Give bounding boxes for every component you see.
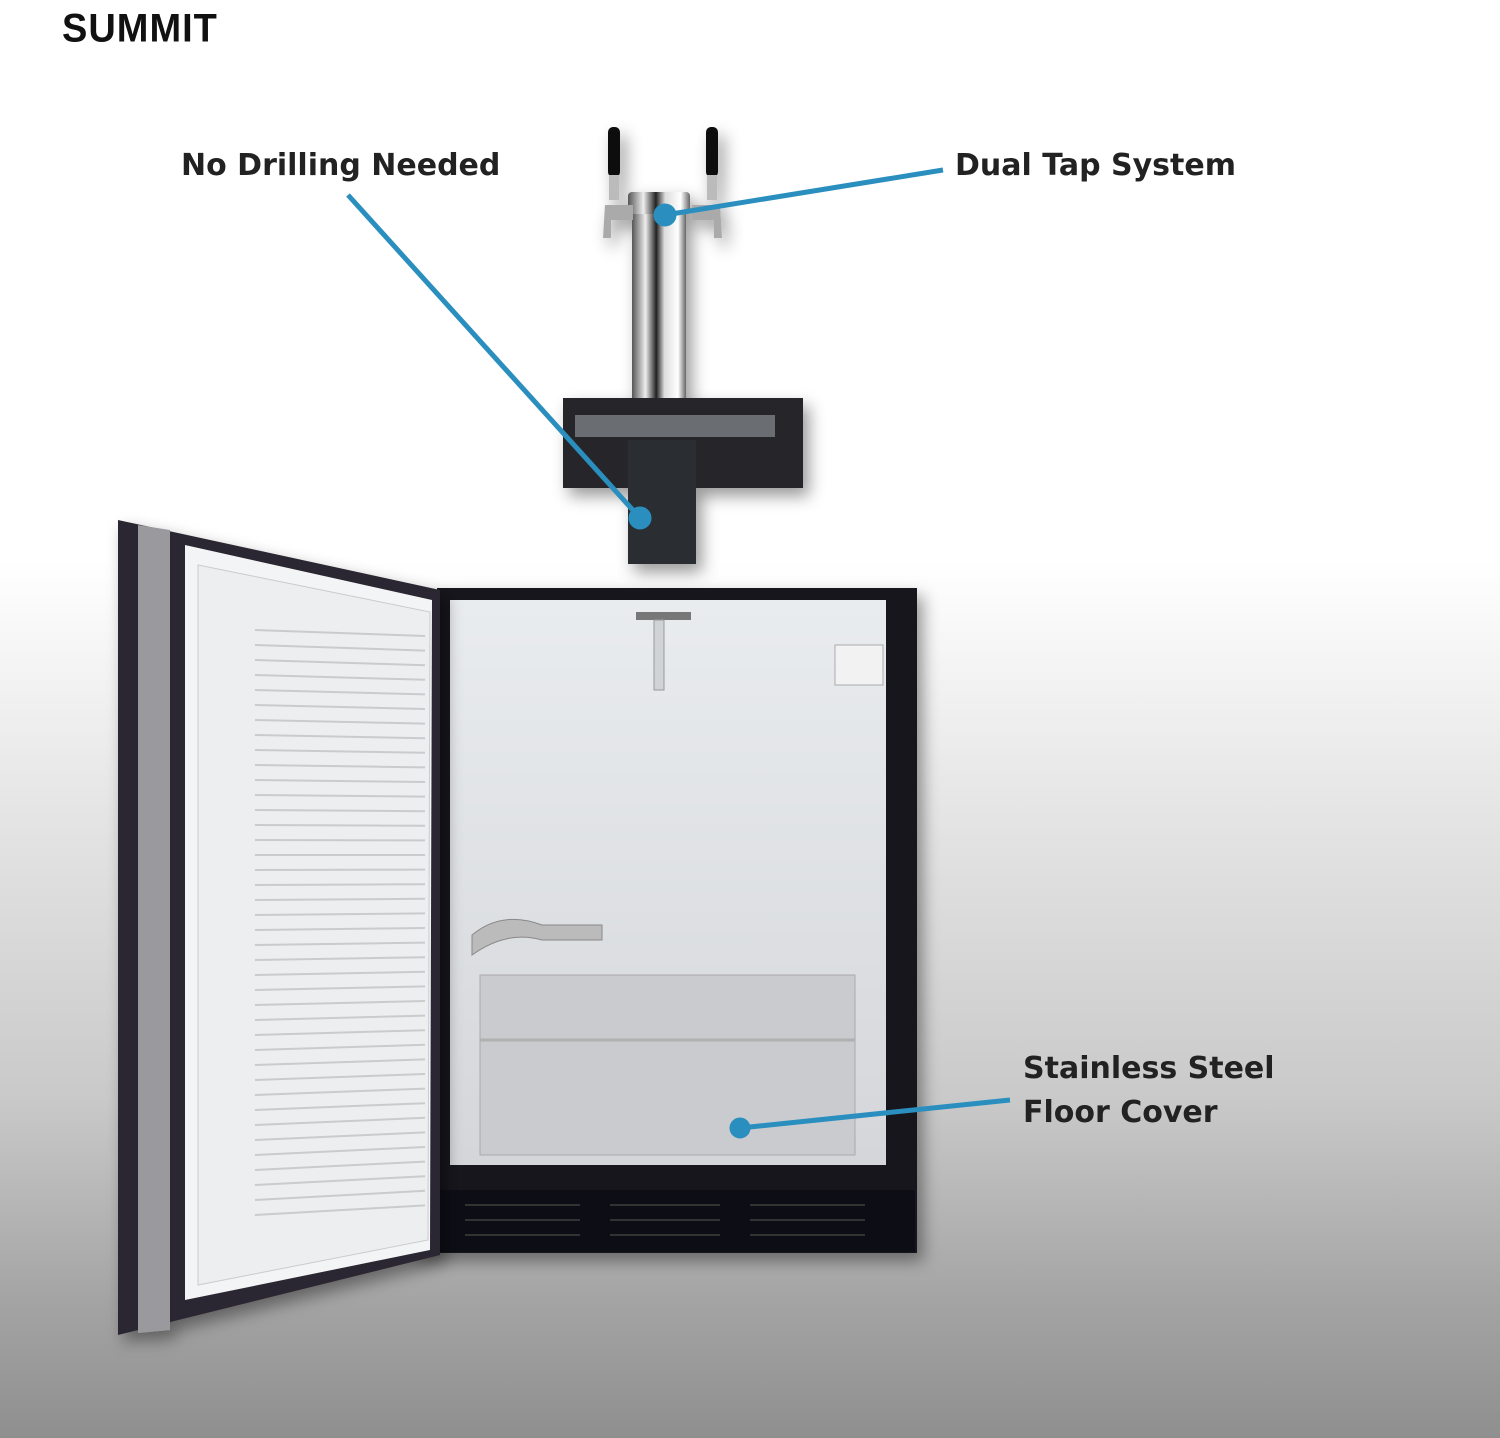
callout-lines	[346, 167, 1011, 1139]
door-rib	[254, 1000, 426, 1006]
door-rib	[254, 1175, 426, 1186]
door-rib	[254, 1087, 426, 1096]
door-rib	[254, 689, 426, 696]
door-rib	[254, 897, 426, 901]
door-rib	[254, 912, 426, 916]
door-rib	[254, 1029, 426, 1036]
door-rib	[254, 1189, 426, 1201]
door-rib	[254, 1131, 426, 1141]
door-rib	[254, 883, 426, 886]
door-rib	[254, 764, 426, 769]
callout-floor-cover-line2: Floor Cover	[1023, 1095, 1218, 1130]
door-rib	[254, 704, 426, 710]
door-rib	[254, 1204, 426, 1216]
tap-tower	[563, 127, 803, 564]
summit-logo: SUMMIT	[62, 6, 218, 52]
door-rib	[254, 1116, 426, 1126]
callout-floor-cover-line1: Stainless Steel	[1023, 1051, 1275, 1086]
door-rib	[254, 941, 426, 946]
callout-dual-tap: Dual Tap System	[955, 148, 1236, 183]
callout-floor-cover: Stainless Steel Floor Cover	[1023, 1047, 1275, 1135]
callout-no-drilling: No Drilling Needed	[181, 148, 501, 183]
door-rib	[254, 985, 426, 991]
door-rib	[254, 659, 426, 667]
door-rib	[254, 1102, 426, 1111]
door-rib	[254, 927, 426, 931]
door-rib	[254, 1146, 426, 1156]
door-rib	[254, 809, 426, 813]
door-rib	[254, 674, 426, 681]
refrigerator-cabinet	[410, 588, 917, 1253]
refrigerator-door	[118, 520, 440, 1335]
door-rib	[254, 749, 426, 754]
door-rib	[254, 779, 426, 783]
door-rib	[254, 1160, 426, 1171]
door-rib	[254, 1073, 426, 1081]
door-rib	[254, 644, 426, 652]
door-rib	[254, 734, 426, 740]
door-rib	[254, 956, 426, 961]
door-rib	[254, 1058, 426, 1066]
door-rib	[254, 794, 426, 798]
door-rib	[254, 824, 426, 827]
door-rib	[254, 1043, 426, 1051]
door-rib	[254, 629, 426, 637]
door-rib	[254, 1014, 426, 1021]
door-rib	[254, 970, 426, 976]
door-rib	[254, 719, 426, 725]
